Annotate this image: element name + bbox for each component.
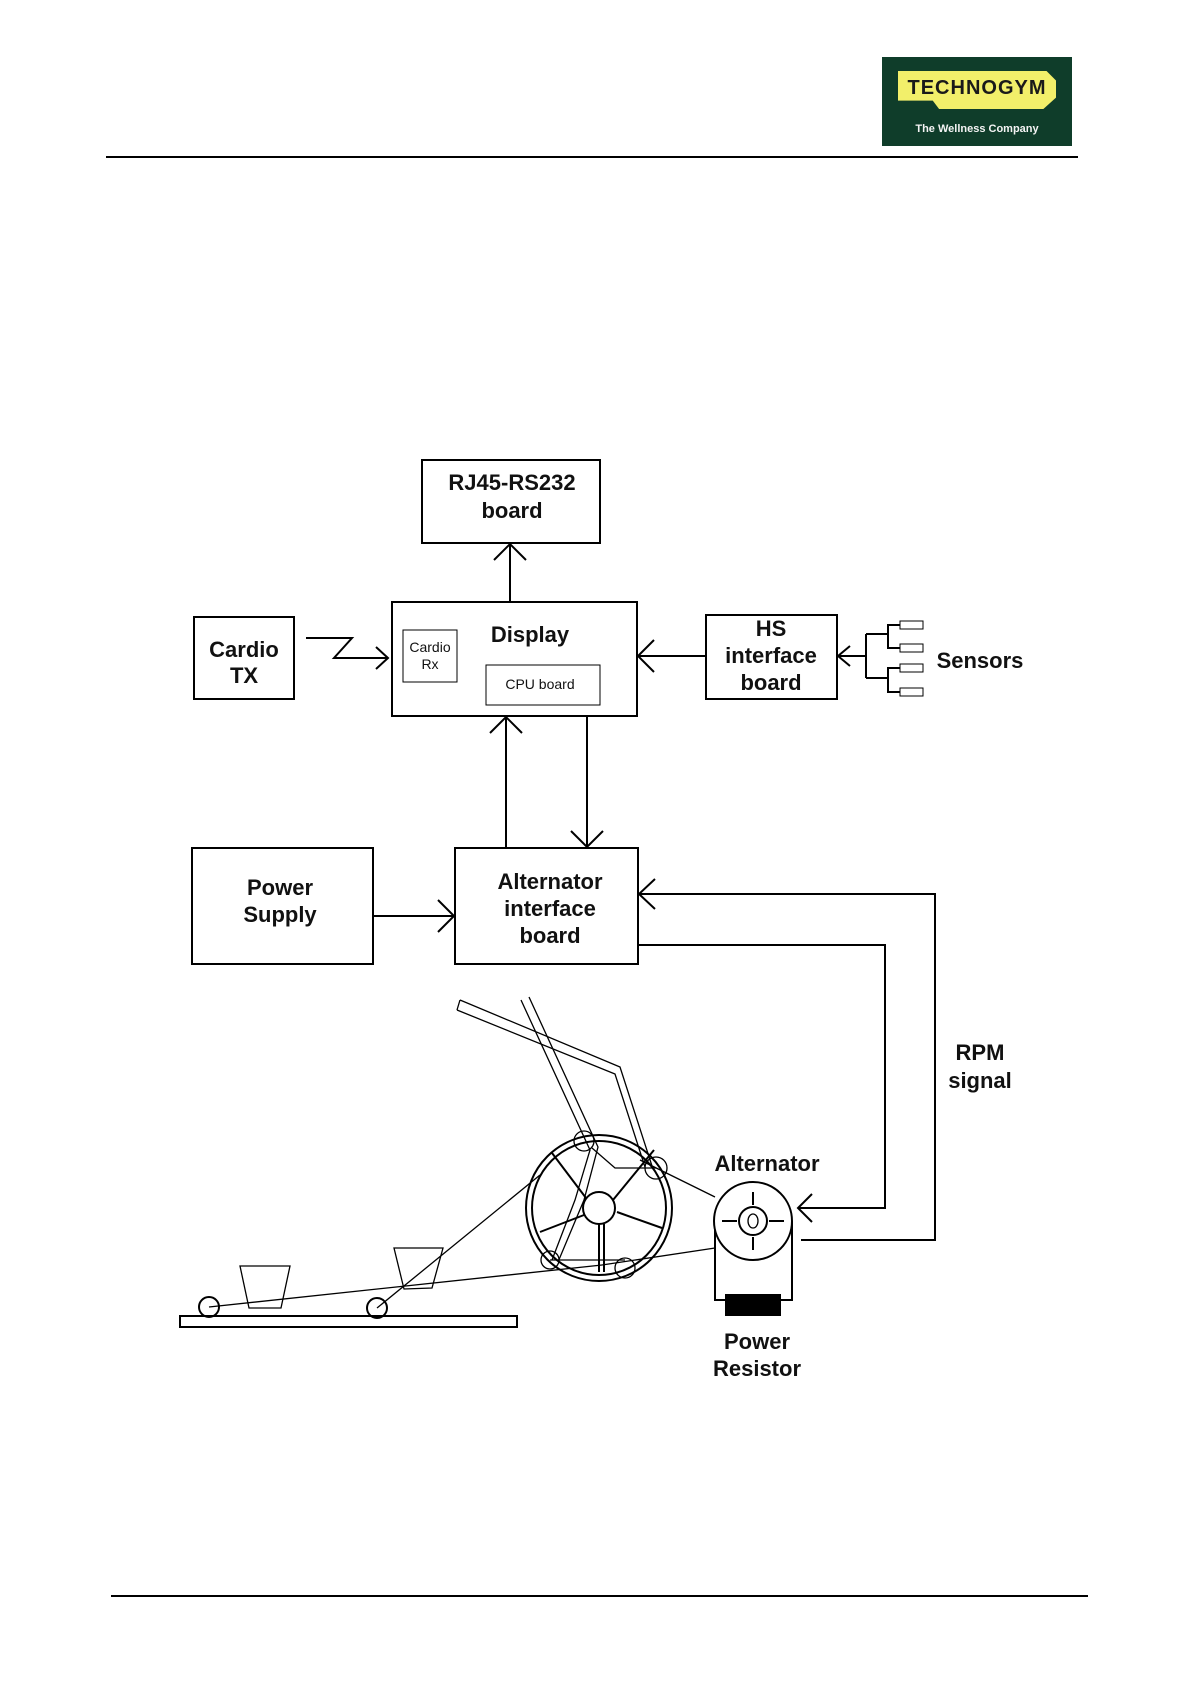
- rowing-machine-drawing: [180, 997, 715, 1327]
- arrow-display-to-rj45: [494, 544, 526, 602]
- power-resistor-icon: [725, 1294, 781, 1316]
- rj45-rs232-board: RJ45-RS232 board: [422, 460, 600, 543]
- sensor-4: [900, 688, 923, 696]
- arrow-display-to-altboard: [571, 717, 603, 847]
- alt-board-line2: interface: [504, 896, 596, 921]
- power-resistor-line2: Resistor: [713, 1356, 801, 1381]
- rj45-label-line1: RJ45-RS232: [448, 470, 575, 495]
- rpm-label-line2: signal: [948, 1068, 1012, 1093]
- cardio-rx-line1: Cardio: [409, 639, 450, 655]
- sensor-1: [900, 621, 923, 629]
- hs-label-line3: board: [740, 670, 801, 695]
- sensors-label: Sensors: [937, 648, 1024, 673]
- cpu-board-block: CPU board: [486, 665, 600, 705]
- wireless-arrow-cardio: [306, 638, 388, 669]
- hs-label-line2: interface: [725, 643, 817, 668]
- power-supply-line1: Power: [247, 875, 313, 900]
- display-block: Display Cardio Rx CPU board: [392, 602, 637, 716]
- hs-label-line1: HS: [756, 616, 787, 641]
- altboard-to-alternator-line: [639, 945, 885, 1222]
- cardio-rx-line2: Rx: [421, 656, 438, 672]
- cpu-board-label: CPU board: [505, 676, 574, 692]
- rpm-label-line1: RPM: [956, 1040, 1005, 1065]
- alt-board-line1: Alternator: [497, 869, 603, 894]
- display-title: Display: [491, 622, 570, 647]
- cardio-tx-line2: TX: [230, 663, 258, 688]
- sensor-3: [900, 664, 923, 672]
- power-resistor-line1: Power: [724, 1329, 790, 1354]
- alt-board-line3: board: [519, 923, 580, 948]
- rpm-signal-line: RPM signal: [639, 879, 1012, 1240]
- arrow-altboard-to-display: [490, 717, 522, 848]
- hs-interface-board: HS interface board: [706, 615, 837, 699]
- alternator-unit: Alternator Power Resistor: [713, 1151, 820, 1381]
- power-supply-block: Power Supply: [192, 848, 373, 964]
- alternator-label: Alternator: [714, 1151, 820, 1176]
- cardio-tx-block: Cardio TX: [194, 617, 294, 699]
- machine-base: [180, 1316, 517, 1327]
- alternator-interface-board: Alternator interface board: [455, 848, 638, 964]
- arrow-hs-to-display: [638, 640, 706, 672]
- cardio-rx-block: Cardio Rx: [403, 630, 457, 682]
- sensor-2: [900, 644, 923, 652]
- rj45-label-line2: board: [481, 498, 542, 523]
- arrow-power-to-altboard: [373, 900, 454, 932]
- footrest-1: [240, 1266, 290, 1308]
- power-supply-line2: Supply: [243, 902, 317, 927]
- sensors-group: Sensors: [838, 621, 1023, 696]
- cardio-tx-line1: Cardio: [209, 637, 279, 662]
